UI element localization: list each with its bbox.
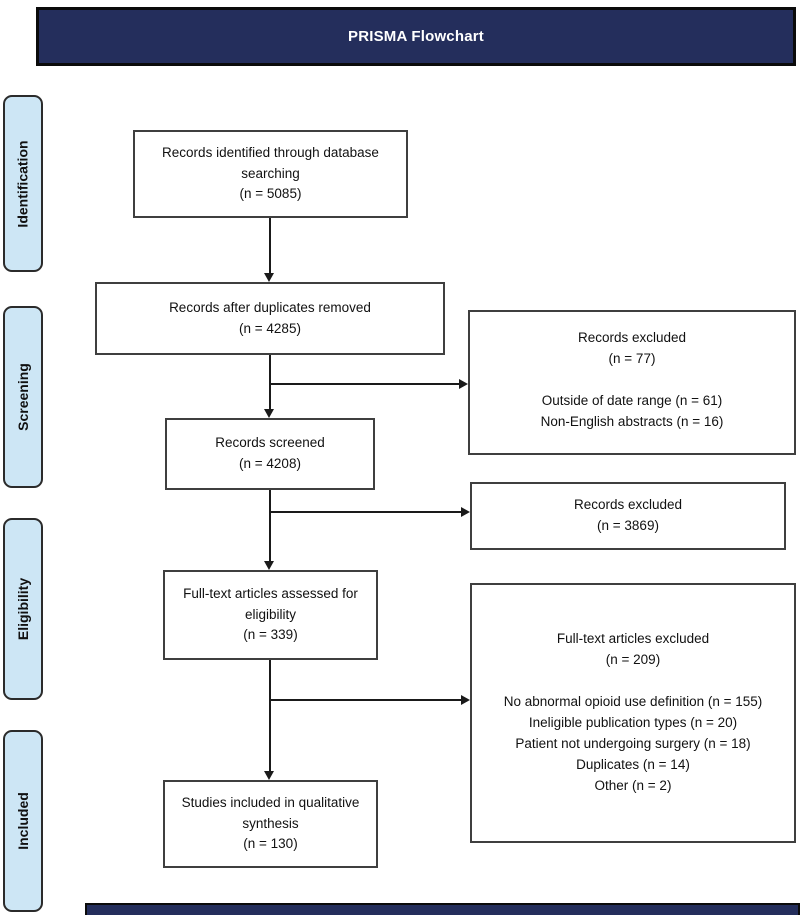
arrow-duplicates-to-screened-line: [269, 355, 271, 410]
node-records-identified: Records identified through database sear…: [133, 130, 408, 218]
stage-label-screening: Screening: [3, 306, 43, 488]
stage-label-included-text: Included: [15, 792, 31, 850]
node-records-excluded-eligibility-text: Records excluded (n = 3869): [573, 497, 683, 533]
node-fulltext-excluded: Full-text articles excluded (n = 209) No…: [470, 583, 796, 843]
node-records-excluded-screening-text: Records excluded (n = 77) Outside of dat…: [540, 330, 724, 429]
arrow-identified-to-duplicates-head: [264, 273, 274, 282]
node-records-after-duplicates-text: Records after duplicates removed (n = 42…: [169, 299, 371, 336]
stage-label-screening-text: Screening: [15, 363, 32, 431]
stage-label-eligibility: Eligibility: [3, 518, 43, 700]
node-records-screened: Records screened (n = 4208): [165, 418, 375, 490]
arrow-branch-fulltext-excluded-head: [461, 695, 470, 705]
arrow-branch-fulltext-excluded-line: [270, 699, 461, 701]
node-fulltext-excluded-text: Full-text articles excluded (n = 209) No…: [503, 631, 763, 793]
footer-bar: [85, 903, 800, 915]
stage-label-identification: Identification: [3, 95, 43, 272]
page-title: PRISMA Flowchart: [348, 28, 484, 45]
node-fulltext-assessed-text: Full-text articles assessed for eligibil…: [183, 585, 358, 643]
node-records-excluded-eligibility: Records excluded (n = 3869): [470, 482, 786, 550]
arrow-fulltext-to-included-head: [264, 771, 274, 780]
arrow-branch-screening-excluded-head: [459, 379, 468, 389]
node-records-screened-text: Records screened (n = 4208): [215, 435, 325, 471]
node-studies-included-text: Studies included in qualitative synthesi…: [181, 794, 360, 852]
arrow-branch-eligibility-excluded-line: [270, 511, 461, 513]
arrow-fulltext-to-included-line: [269, 660, 271, 772]
flowchart-title-bar: PRISMA Flowchart: [36, 7, 796, 66]
stage-label-eligibility-text: Eligibility: [15, 577, 32, 641]
arrow-identified-to-duplicates-line: [269, 218, 271, 273]
node-fulltext-assessed: Full-text articles assessed for eligibil…: [163, 570, 378, 660]
stage-label-identification-text: Identification: [15, 139, 31, 228]
arrow-screened-to-fulltext-head: [264, 561, 274, 570]
node-records-identified-text: Records identified through database sear…: [162, 144, 379, 202]
node-studies-included: Studies included in qualitative synthesi…: [163, 780, 378, 868]
arrow-branch-eligibility-excluded-head: [461, 507, 470, 517]
node-records-after-duplicates: Records after duplicates removed (n = 42…: [95, 282, 445, 355]
arrow-branch-screening-excluded-line: [270, 383, 459, 385]
stage-label-included: Included: [3, 730, 43, 912]
node-records-excluded-screening: Records excluded (n = 77) Outside of dat…: [468, 310, 796, 455]
arrow-duplicates-to-screened-head: [264, 409, 274, 418]
arrow-screened-to-fulltext-line: [269, 490, 271, 562]
